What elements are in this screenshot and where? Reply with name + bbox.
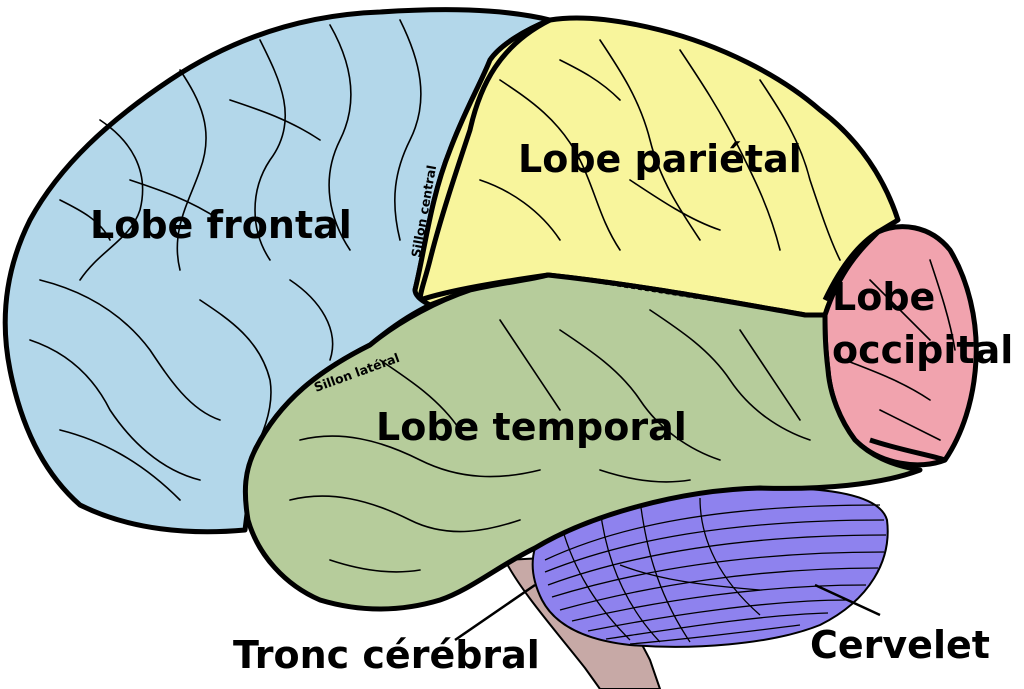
frontal-lobe-label: Lobe frontal [90,203,352,247]
occipital-lobe-label-line2: occipital [832,328,1013,372]
cerebellum-leader-line [814,583,881,617]
temporal-lobe-label: Lobe temporal [376,405,687,449]
cerebellum-label: Cervelet [810,623,990,667]
parietal-lobe-label: Lobe pariétal [518,137,802,181]
brainstem-leader-line [454,583,536,642]
brain-gyri [29,19,956,573]
occipital-lobe-label-line1: Lobe [832,275,935,319]
brainstem-label: Tronc cérébral [233,633,540,677]
